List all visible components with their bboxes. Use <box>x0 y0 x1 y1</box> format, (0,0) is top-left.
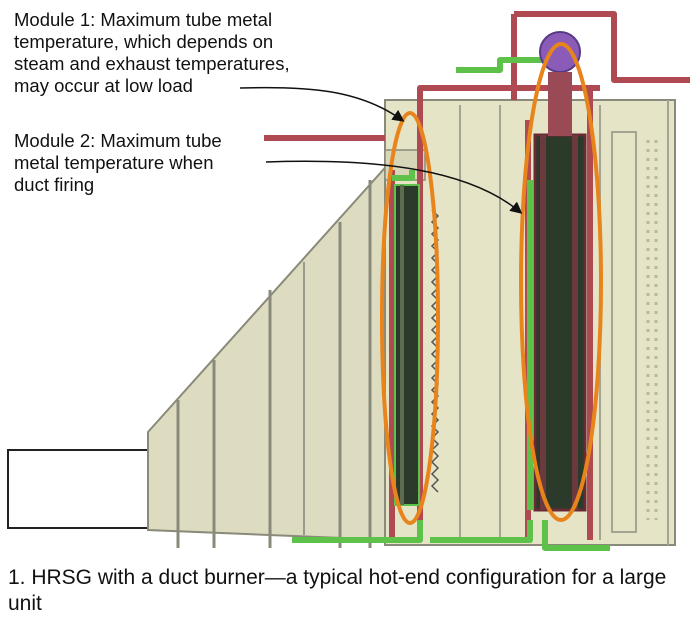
figure-caption: 1. HRSG with a duct burner—a typical hot… <box>8 566 667 615</box>
module-2-highlight <box>519 42 603 522</box>
module-1-baffles <box>430 209 440 493</box>
module-1-tube-bundle <box>394 184 420 506</box>
hrsg-diagram <box>7 11 690 551</box>
module-2-annotation: Module 2: Maximum tube metal temperature… <box>14 130 222 195</box>
module-2-leader-arrow <box>265 160 523 214</box>
module-2-tube-highlight-right <box>572 135 578 510</box>
module-1-annotation: Module 1: Maximum tube metal temperature… <box>14 9 290 96</box>
support-posts <box>176 180 372 548</box>
drum-riser <box>548 72 572 136</box>
module-1-leader-arrow <box>239 86 405 122</box>
tube-rows <box>646 140 658 520</box>
module-2-tube-highlight <box>540 135 546 510</box>
module-1-tube-highlight <box>400 185 404 505</box>
module-1-highlight <box>380 111 440 525</box>
feedwater-piping-green <box>292 57 610 551</box>
inlet-duct <box>7 449 149 529</box>
